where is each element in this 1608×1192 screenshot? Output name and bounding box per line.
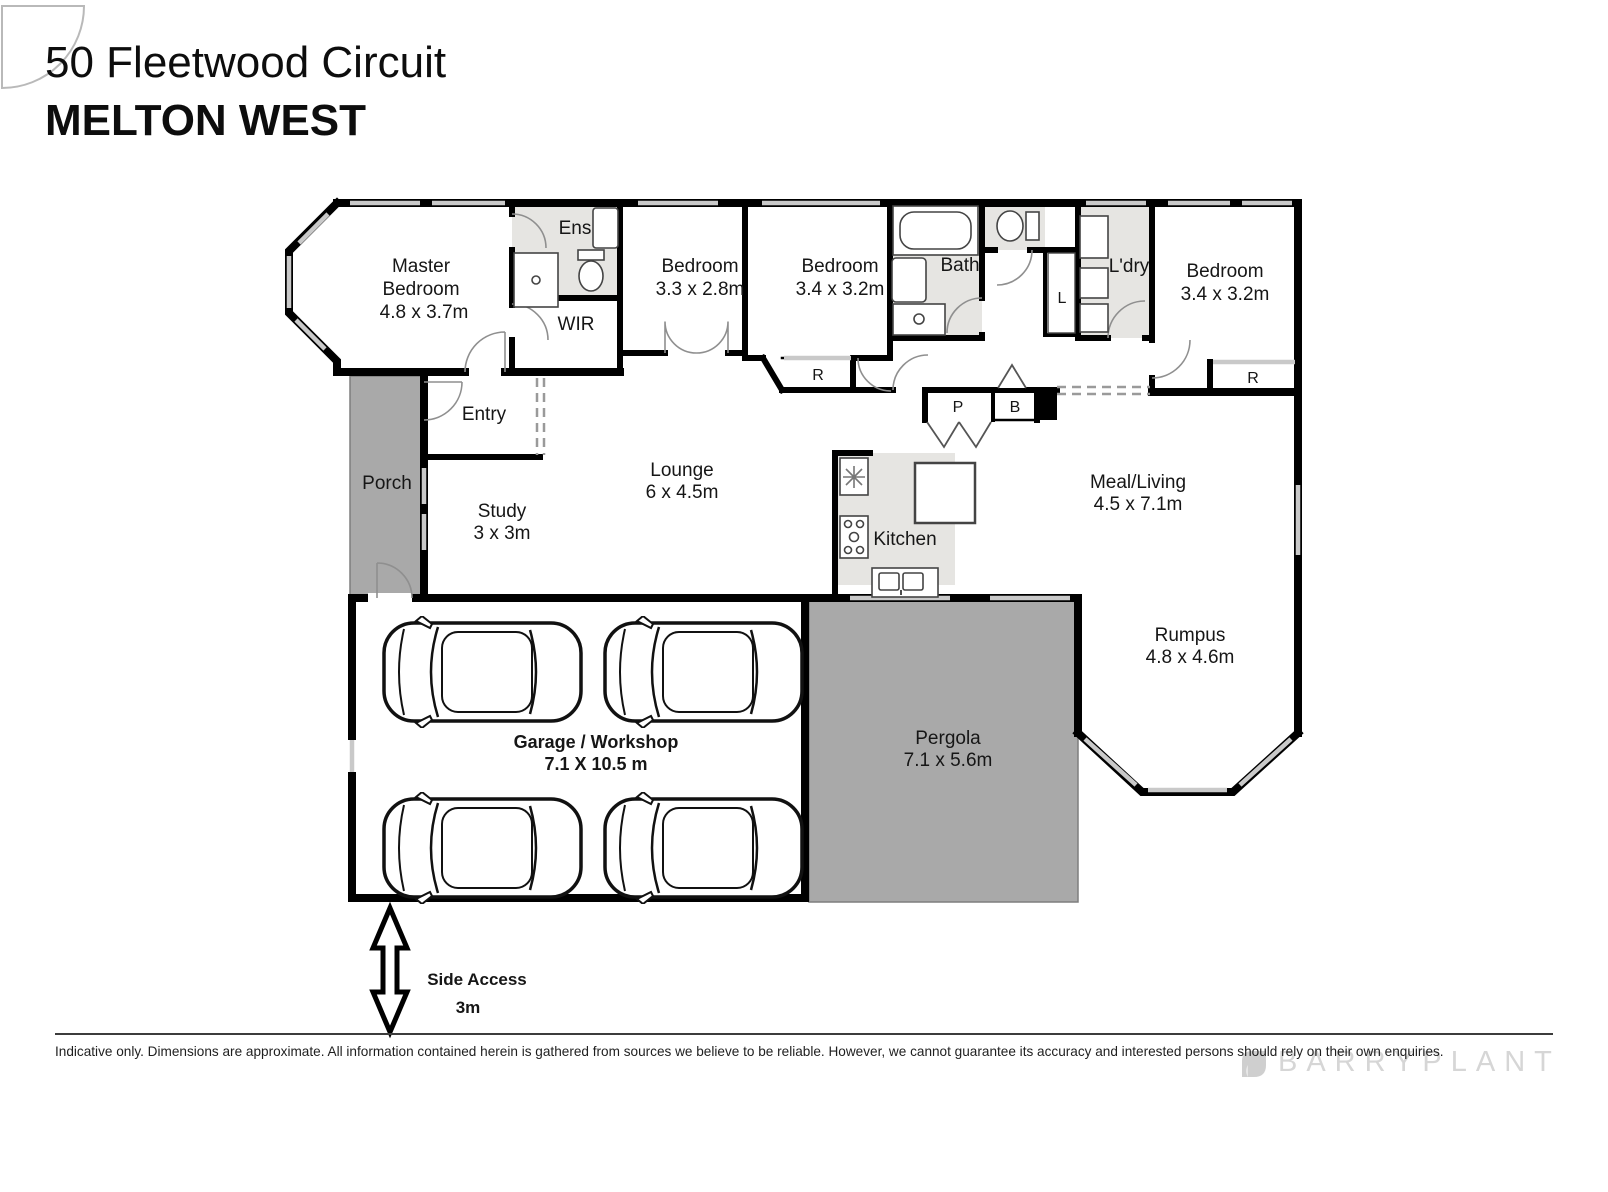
room-label-bedroom2: Bedroom: [801, 256, 878, 277]
room-dims-garage: 7.1 X 10.5 m: [544, 754, 647, 774]
room-label-lounge: Lounge: [650, 460, 713, 481]
room-label-bedroom3: Bedroom: [1186, 261, 1263, 282]
side-access-arrow: [369, 901, 411, 1039]
room-label-master: Master: [392, 256, 451, 277]
shower-icon: [513, 252, 559, 308]
room-label-laundry: L'dry: [1109, 256, 1150, 277]
room-label-bedroom1: Bedroom: [661, 256, 738, 277]
vanity-icon: [891, 257, 927, 303]
disclaimer-text: Indicative only. Dimensions are approxim…: [55, 1044, 1444, 1059]
room-dims-bedroom1: 3.3 x 2.8m: [656, 279, 745, 300]
island-bench: [913, 461, 977, 525]
windows: [286, 200, 1301, 793]
room-label-study: Study: [478, 501, 527, 522]
suburb-line: MELTON WEST: [45, 96, 367, 145]
wall-block: [1037, 388, 1057, 420]
car-icon: [603, 616, 804, 728]
pergola-floor: [808, 597, 1079, 903]
room-label-meal-living: Meal/Living: [1090, 472, 1186, 493]
porch-floor: [349, 375, 425, 599]
vanity-icon: [592, 207, 619, 249]
room-label-bath: Bath: [940, 255, 979, 276]
room-label-broom: B: [1010, 399, 1021, 416]
linen-closet: [1047, 252, 1076, 334]
fan-icon: [843, 466, 865, 488]
room-dims-meal-living: 4.5 x 7.1m: [1094, 494, 1183, 515]
car-icon: [382, 792, 583, 904]
floor-fills: [349, 203, 1152, 903]
room-dims-master: 4.8 x 3.7m: [380, 302, 469, 323]
room-label-kitchen: Kitchen: [873, 529, 936, 550]
laundry-trough-icon: [1079, 215, 1109, 259]
room-dims-bedroom2: 3.4 x 3.2m: [796, 279, 885, 300]
room-dims-rumpus: 4.8 x 4.6m: [1146, 647, 1235, 668]
room-label-porch: Porch: [362, 473, 412, 494]
car-icon: [603, 792, 804, 904]
barry-plant-logo-icon: [1242, 1050, 1266, 1077]
room-label-linen: L: [1058, 290, 1067, 307]
sink-icon: [1079, 303, 1109, 333]
room-label-pantry: P: [953, 399, 964, 416]
room-dims-study: 3 x 3m: [473, 523, 530, 544]
page-title: 50 Fleetwood Circuit MELTON WEST: [45, 38, 446, 146]
room-label-ens: Ens: [559, 218, 592, 239]
car-icon: [382, 616, 583, 728]
page-curl-icon: [0, 5, 86, 90]
address-line: 50 Fleetwood Circuit: [45, 38, 447, 87]
barry-plant-logo: BARRYPLANT: [1238, 1046, 1561, 1079]
room-label-robe-hall: R: [812, 367, 824, 384]
bathtub-icon: [892, 205, 979, 256]
room-dims-pergola: 7.1 x 5.6m: [904, 750, 993, 771]
fixtures: [513, 205, 1109, 598]
room-label-wir: WIR: [558, 314, 595, 335]
side-access-dim: 3m: [456, 998, 481, 1017]
toilet-icon: [1025, 211, 1040, 241]
room-labels: Master Bedroom 4.8 x 3.7m Ens WIR Bedroo…: [362, 218, 1269, 1017]
room-dims-lounge: 6 x 4.5m: [646, 482, 719, 503]
brand-text: BARRYPLANT: [1278, 1046, 1561, 1078]
room-label-master-2: Bedroom: [382, 279, 459, 300]
room-dims-bedroom3: 3.4 x 3.2m: [1181, 284, 1270, 305]
side-access-label: Side Access: [427, 970, 527, 989]
bifold-doors: [926, 363, 1027, 449]
room-label-rumpus: Rumpus: [1155, 625, 1226, 646]
room-label-garage: Garage / Workshop: [514, 732, 679, 752]
room-label-entry: Entry: [462, 404, 507, 425]
dashed-openings: [535, 378, 1150, 455]
room-label-robe-bed3: R: [1247, 370, 1259, 387]
room-label-pergola: Pergola: [915, 728, 981, 749]
washer-icon: [1079, 267, 1109, 299]
toilet-icon: [577, 249, 605, 261]
footer-divider: [55, 1033, 1553, 1035]
shower-icon: [892, 303, 946, 336]
